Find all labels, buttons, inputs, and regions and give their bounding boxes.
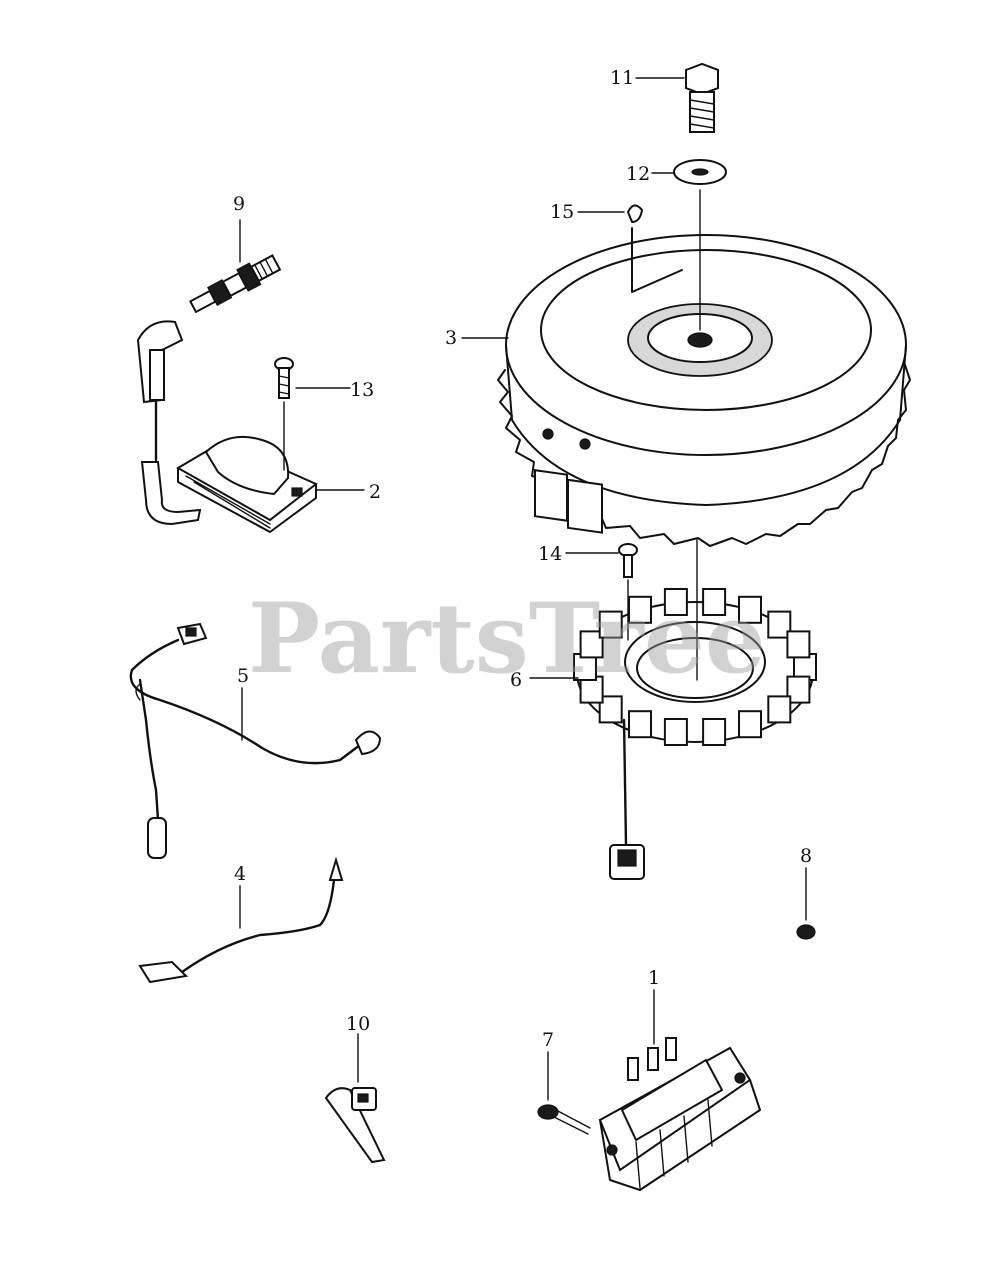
callout-4: 4 (234, 863, 246, 885)
part-ground-wire[interactable] (138, 856, 344, 984)
callout-3: 3 (445, 327, 457, 349)
part-flywheel-bolt[interactable] (685, 62, 719, 133)
part-flywheel[interactable] (497, 227, 911, 547)
stator-tooth (786, 630, 811, 659)
part-spark-plug[interactable] (188, 219, 282, 317)
callout-6: 6 (510, 669, 522, 691)
part-regulator-screw[interactable] (537, 1051, 591, 1135)
part-voltage-regulator[interactable] (598, 989, 761, 1191)
stator-tooth (702, 718, 727, 746)
stator-tooth (738, 710, 762, 739)
stator-tooth (598, 695, 623, 724)
callout-5: 5 (237, 665, 249, 687)
callout-14: 14 (538, 543, 562, 565)
callout-11: 11 (610, 67, 634, 89)
part-wire-harness[interactable] (129, 622, 382, 859)
stator-tooth (738, 595, 762, 624)
stator-tooth (598, 610, 623, 639)
part-stator-screw[interactable] (618, 543, 638, 641)
stator-tooth (786, 675, 811, 704)
callout-7: 7 (542, 1029, 554, 1051)
stator-tooth (579, 630, 604, 659)
callout-10: 10 (346, 1013, 370, 1035)
part-flywheel-key[interactable] (626, 204, 644, 224)
stator-tooth (628, 710, 652, 739)
part-stator[interactable] (573, 539, 817, 880)
callout-2: 2 (369, 481, 381, 503)
callout-9: 9 (233, 193, 245, 215)
stator-tooth (767, 695, 792, 724)
watermark: PartsTree (248, 582, 766, 695)
stator-tooth (663, 588, 688, 616)
callout-13: 13 (350, 379, 374, 401)
part-ignition-coil[interactable] (136, 320, 318, 533)
part-nut[interactable] (796, 867, 816, 940)
stator-tooth (628, 595, 652, 624)
leader-lines (241, 77, 685, 741)
part-washer[interactable] (673, 159, 727, 331)
callout-1: 1 (648, 967, 660, 989)
stator-tooth (767, 610, 792, 639)
callout-8: 8 (800, 845, 812, 867)
callout-12: 12 (626, 163, 650, 185)
callout-15: 15 (550, 201, 574, 223)
part-spade-terminal[interactable] (324, 1033, 386, 1164)
part-coil-screw[interactable] (274, 357, 294, 399)
stator-tooth (663, 718, 688, 746)
stator-tooth (702, 588, 727, 616)
